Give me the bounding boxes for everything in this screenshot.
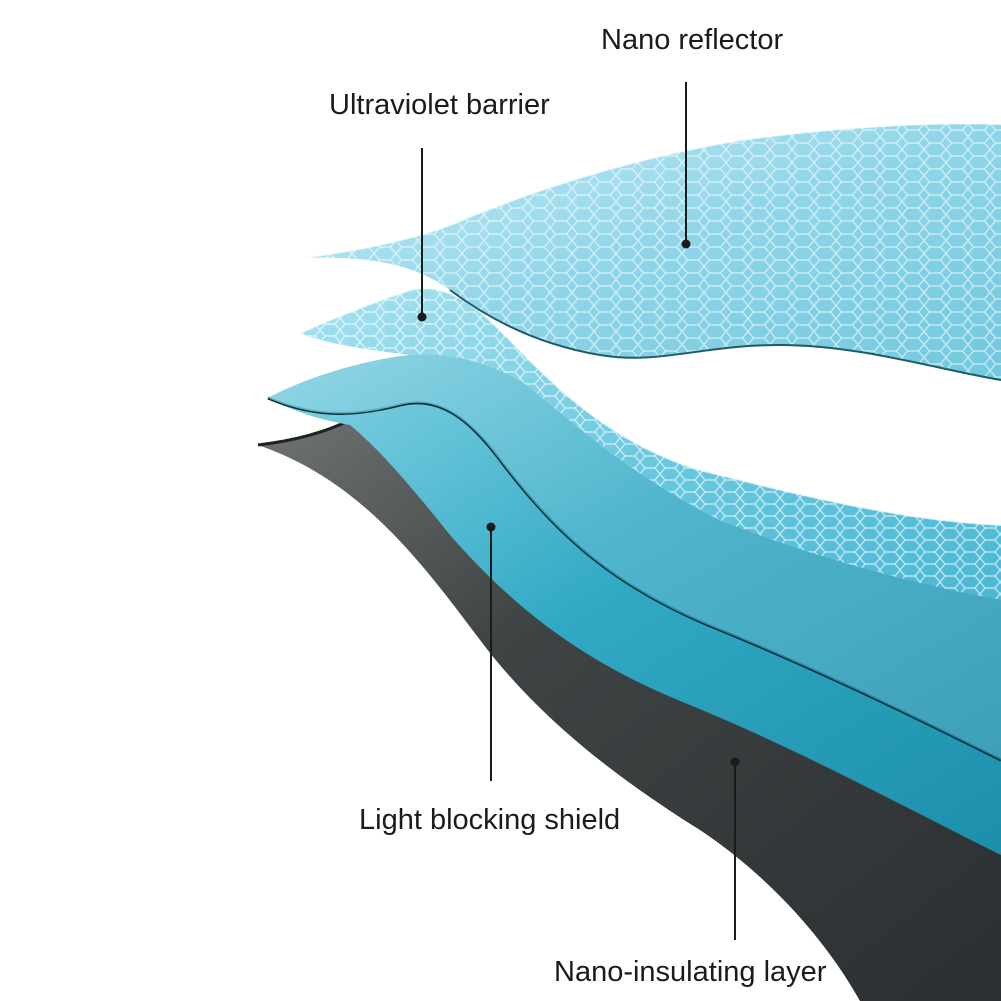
ultraviolet-barrier-layer <box>299 287 1001 600</box>
light-blocking-shield-label: Light blocking shield <box>359 804 621 836</box>
nano-insulating-layer-label: Nano-insulating layer <box>554 956 827 988</box>
leader-ultraviolet-barrier <box>417 148 427 322</box>
leader-nano-insulating-layer <box>730 757 740 940</box>
leader-light-blocking-shield <box>486 522 496 781</box>
light-blocking-shield-layer <box>267 354 1001 855</box>
nano-reflector-layer <box>301 122 1001 381</box>
nano-reflector-label: Nano reflector <box>601 24 784 56</box>
leader-nano-reflector <box>681 82 691 249</box>
ultraviolet-barrier-label: Ultraviolet barrier <box>329 89 550 121</box>
